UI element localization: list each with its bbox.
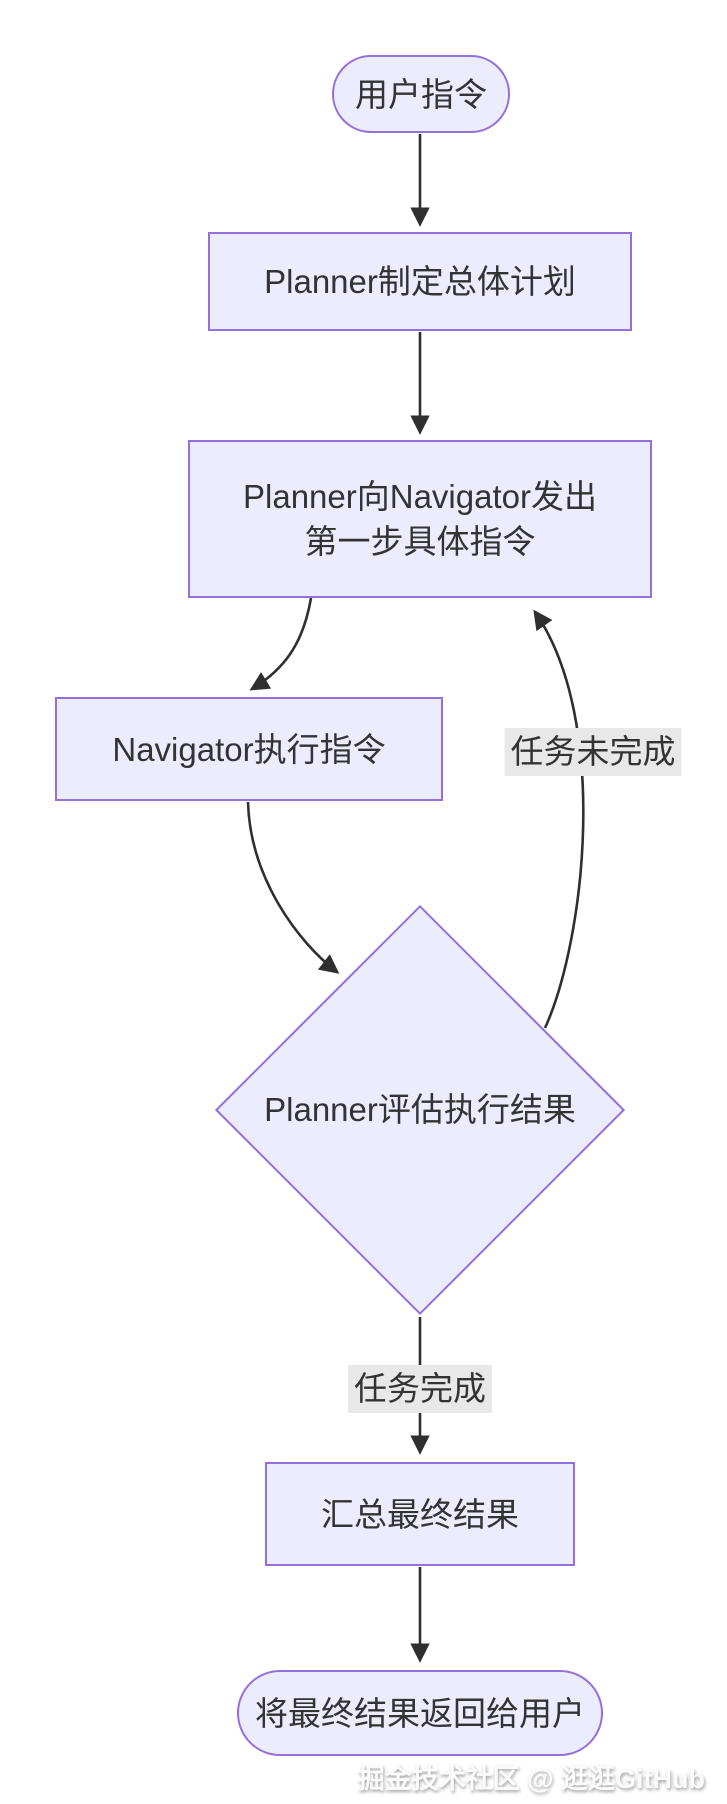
edge-navigate-to-evaluate	[246, 801, 340, 974]
edge-instruct-to-navigate	[249, 597, 313, 691]
node-planner-evaluate-label: Planner评估执行结果	[264, 1091, 576, 1128]
edge-label-task-not-done: 任务未完成	[504, 728, 682, 776]
node-user-instruction: 用户指令	[332, 55, 510, 133]
node-planner-step-instruction: Planner向Navigator发出 第一步具体指令	[188, 440, 652, 598]
node-planner-overall-plan: Planner制定总体计划	[208, 232, 632, 331]
node-summarize-result: 汇总最终结果	[265, 1462, 575, 1566]
watermark-text: 掘金技术社区 @ 逛逛GitHub	[357, 1764, 705, 1794]
node-return-result: 将最终结果返回给用户	[237, 1670, 603, 1756]
edge-evaluate-to-instruct-loop	[533, 609, 585, 1029]
node-navigator-execute: Navigator执行指令	[55, 697, 443, 801]
edge-label-task-done: 任务完成	[348, 1365, 492, 1413]
